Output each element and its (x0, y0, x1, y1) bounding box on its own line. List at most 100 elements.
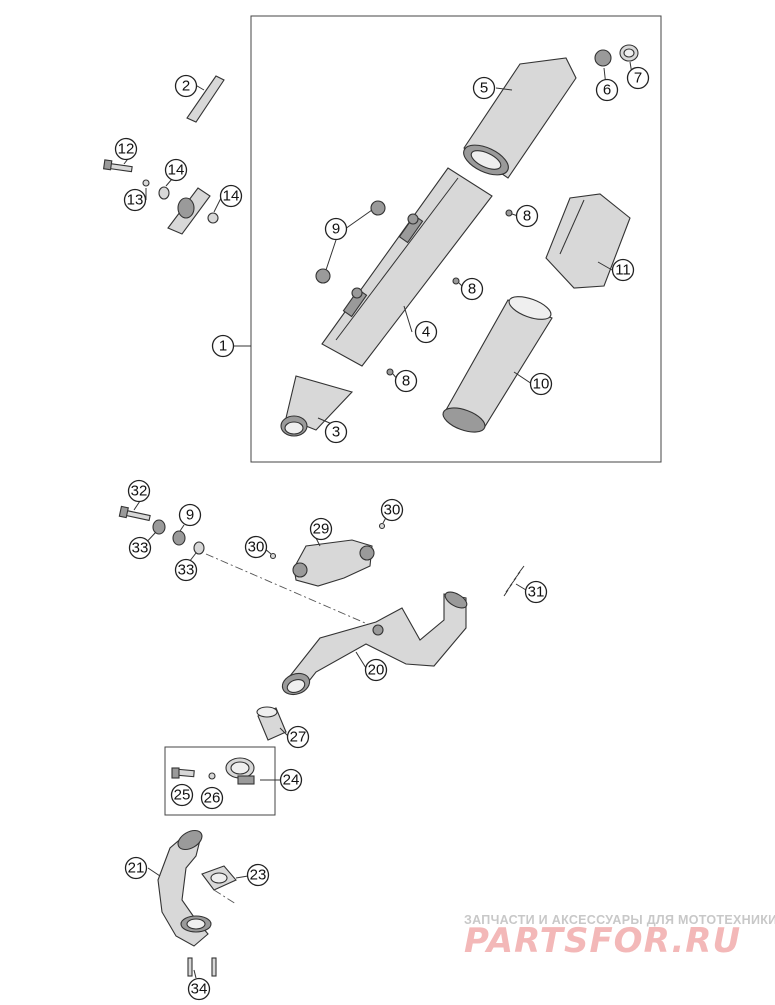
callout-23: 23 (246, 863, 270, 887)
callout-21: 21 (124, 856, 148, 880)
clamp-kit-frame (164, 746, 276, 816)
callout-3-label: 3 (332, 424, 340, 441)
part-bracket (167, 187, 211, 235)
part-5-end-cap (463, 57, 577, 179)
callout-25-label: 25 (174, 787, 191, 804)
callout-30a: 30 (244, 535, 268, 559)
part-33-washer-top (152, 519, 166, 535)
part-11-outer-sleeve (545, 193, 631, 289)
callout-33b-label: 33 (178, 562, 195, 579)
part-32-bolt (118, 505, 151, 522)
callout-12: 12 (114, 137, 138, 161)
watermark-tagline: ЗАПЧАСТИ И АКСЕССУАРЫ ДЛЯ МОТОТЕХНИКИ (464, 913, 775, 927)
part-4-silencer-housing (321, 167, 493, 367)
part-6-spark-arrestor (594, 49, 612, 67)
callout-23-label: 23 (250, 867, 267, 884)
callout-1: 1 (211, 334, 235, 358)
callout-8c-label: 8 (402, 373, 410, 390)
part-9-grommet-bottom (315, 268, 331, 284)
part-30-screw-right (378, 522, 386, 530)
part-7-plug (619, 44, 639, 62)
callout-30a-label: 30 (248, 539, 265, 556)
watermark-logo: PARTSFOR.RU (464, 921, 741, 961)
callout-29-label: 29 (313, 521, 330, 538)
part-26-washer (208, 772, 216, 780)
callout-11: 11 (611, 258, 635, 282)
callout-33b: 33 (174, 558, 198, 582)
callout-14b: 14 (219, 184, 243, 208)
callout-1-label: 1 (219, 338, 227, 355)
part-33-washer-bottom (193, 541, 205, 555)
part-20-header-pipe (281, 591, 468, 696)
callout-24-label: 24 (283, 772, 300, 789)
callout-14a-label: 14 (168, 162, 185, 179)
callout-4: 4 (414, 320, 438, 344)
part-27-sleeve (256, 706, 287, 741)
callout-7-label: 7 (634, 70, 642, 87)
callout-30b: 30 (380, 498, 404, 522)
part-10-absorber (442, 296, 553, 433)
callout-4-label: 4 (422, 324, 430, 341)
part-8-screw-b (452, 277, 460, 285)
part-8-screw-a (505, 209, 513, 217)
callout-9b-label: 9 (186, 507, 194, 524)
part-24-clamp (225, 757, 255, 785)
callout-20-label: 20 (368, 662, 385, 679)
callout-6-label: 6 (603, 82, 611, 99)
callout-27: 27 (286, 725, 310, 749)
callout-24: 24 (279, 768, 303, 792)
callout-7: 7 (626, 66, 650, 90)
callout-33a: 33 (128, 536, 152, 560)
callout-33a-label: 33 (132, 540, 149, 557)
part-25-bolt (171, 767, 195, 779)
callout-12-label: 12 (118, 141, 135, 158)
part-8-screw-c (386, 368, 394, 376)
part-13-washer (142, 179, 150, 187)
callout-13: 13 (123, 188, 147, 212)
part-12-bolt (102, 159, 133, 173)
callout-29: 29 (309, 517, 333, 541)
part-34-stud-left (187, 957, 193, 977)
callout-2: 2 (174, 74, 198, 98)
part-31-spring (503, 565, 525, 597)
callout-14b-label: 14 (223, 188, 240, 205)
callout-11-label: 11 (615, 262, 631, 279)
callout-3: 3 (324, 420, 348, 444)
callout-2-label: 2 (182, 78, 190, 95)
callout-30b-label: 30 (384, 502, 401, 519)
callout-20: 20 (364, 658, 388, 682)
part-30-screw-left (269, 552, 277, 560)
callout-32-label: 32 (131, 483, 148, 500)
part-29-mid-pipe (292, 539, 375, 587)
callout-34-label: 34 (191, 981, 208, 998)
callout-8a-label: 8 (523, 208, 531, 225)
callout-8c: 8 (394, 369, 418, 393)
callout-8b: 8 (460, 277, 484, 301)
part-23-gasket (201, 865, 237, 891)
part-9-grommet-mid (172, 530, 186, 546)
callout-31-label: 31 (528, 584, 545, 601)
callout-9a-label: 9 (332, 221, 340, 238)
silencer-assembly-frame (250, 15, 662, 463)
part-9-grommet-top (370, 200, 386, 216)
callout-34: 34 (187, 977, 211, 1001)
part-14-rubber-right (207, 212, 219, 224)
callout-26: 26 (200, 786, 224, 810)
callout-21-label: 21 (128, 860, 145, 877)
part-21-exhaust-manifold (157, 829, 212, 947)
callout-32: 32 (127, 479, 151, 503)
callout-27-label: 27 (290, 729, 307, 746)
assembly-axis-line (205, 553, 373, 627)
part-14-rubber-left (158, 186, 170, 200)
callout-26-label: 26 (204, 790, 221, 807)
callout-31: 31 (524, 580, 548, 604)
callout-5: 5 (472, 76, 496, 100)
callout-8a: 8 (515, 204, 539, 228)
callout-14a: 14 (164, 158, 188, 182)
callout-9b: 9 (178, 503, 202, 527)
part-34-stud-right (211, 957, 217, 977)
callout-13-label: 13 (127, 192, 144, 209)
callout-10: 10 (529, 372, 553, 396)
callout-10-label: 10 (533, 376, 550, 393)
